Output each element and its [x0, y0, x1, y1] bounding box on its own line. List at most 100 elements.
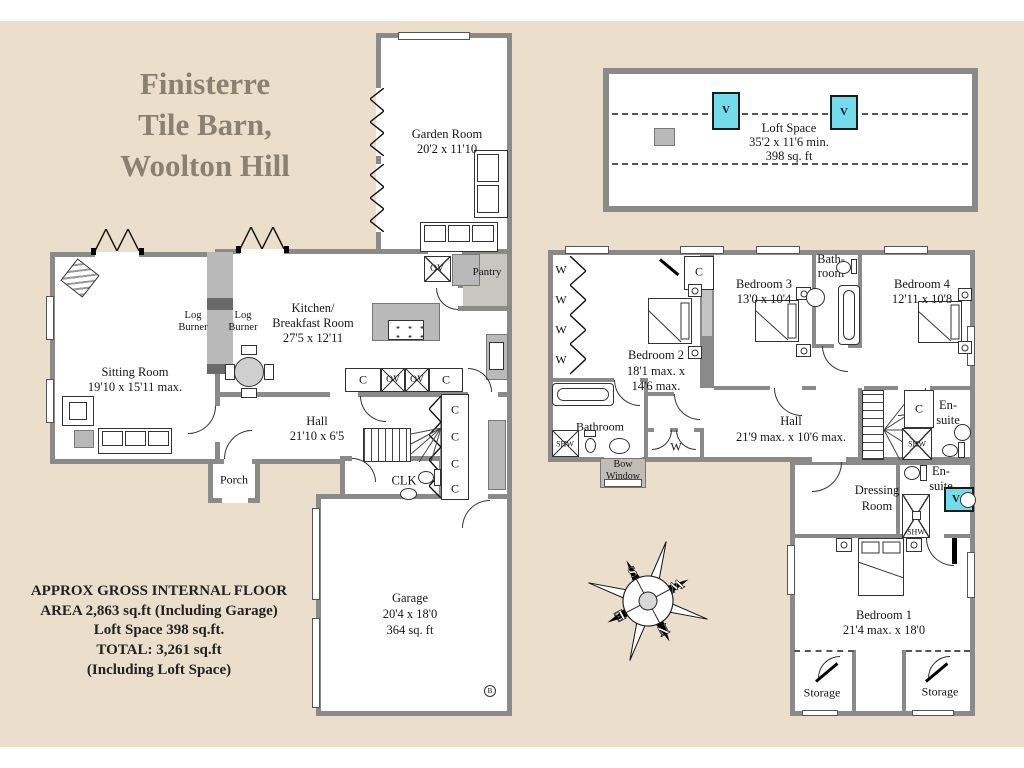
sofa-cushion — [477, 185, 499, 213]
bathroom-north-wall-a — [552, 378, 614, 382]
summary-line3: Loft Space 398 sq.ft. — [93, 622, 225, 639]
entrance-double-doors-1 — [95, 229, 139, 251]
door-jamb — [236, 246, 241, 253]
log-burner-flue-2 — [207, 364, 233, 374]
bedroom4-south-wall-b — [930, 386, 975, 390]
hall-dressing-opening — [812, 457, 846, 462]
clk-toilet-tank — [434, 469, 441, 486]
ensuite-lower-basin — [960, 492, 976, 508]
bathroom-top-toilet-tank — [851, 259, 857, 274]
bedroom4-bed — [918, 301, 962, 343]
plan-title: Finisterre Tile Barn, Woolton Hill — [60, 64, 350, 187]
bathroom-shower-label: SHW — [556, 439, 574, 449]
storage2-window — [912, 710, 954, 716]
ensuite-upper-toilet-bowl — [942, 444, 958, 457]
chair-right — [264, 364, 274, 380]
bedroom2-chimney — [702, 290, 712, 336]
storage1-east-wall — [852, 650, 856, 714]
pantry-label: Pantry — [472, 266, 502, 278]
side-table — [74, 430, 94, 448]
storage1-window — [802, 710, 838, 716]
bedside-cabinet — [958, 288, 972, 301]
bedroom2-window-2 — [680, 246, 724, 254]
wardrobe-doors-zigzag — [570, 256, 586, 375]
ensuite-upper-label: En-suite — [936, 398, 960, 428]
kitchen-garden-doors-opening — [240, 249, 284, 254]
sitting-sofa — [98, 428, 172, 454]
sofa-cushion — [102, 431, 123, 446]
closet-top-wall-a — [648, 428, 654, 432]
bifold-doors-zigzag — [429, 396, 441, 498]
summary-line1: APPROX GROSS INTERNAL FLOOR — [30, 583, 288, 599]
storage1-dashed-line — [794, 650, 854, 652]
sink — [489, 342, 504, 370]
bathroom-corner-wall — [644, 378, 648, 398]
door-jamb — [91, 248, 96, 255]
hob — [388, 320, 424, 340]
cupboard-label-3: C — [450, 402, 460, 417]
oven-label-1: OV — [386, 375, 400, 385]
garage-window-1 — [312, 508, 320, 600]
garden-french-door-opening-1 — [376, 88, 381, 156]
oven-top — [424, 256, 451, 282]
title-line2: Tile Barn, — [138, 106, 272, 142]
summary-line5: (Including Loft Space) — [86, 661, 232, 678]
sofa-cushion — [424, 225, 446, 242]
bedroom2-cupboard-label: C — [694, 264, 704, 279]
wardrobe-label-3: W — [555, 322, 567, 337]
garden-french-doors-1 — [370, 88, 384, 156]
sitting-garden-doors-opening — [95, 252, 139, 257]
staircase-ground — [363, 428, 411, 462]
ensuite-upper-cupboard — [904, 390, 934, 428]
oven-label-2: OV — [410, 375, 424, 385]
bathroom-top-south-wall-b — [848, 344, 862, 348]
garden-room-window — [398, 32, 470, 40]
boiler-symbol — [484, 685, 496, 697]
ensuite-lower-shower-label: SHW — [907, 527, 925, 537]
bathroom-top-east-wall — [858, 254, 862, 348]
storage1-label: Storage — [803, 685, 841, 700]
bathroom-top-toilet-bowl — [836, 261, 851, 274]
oven-top-label: OV — [430, 264, 444, 274]
pantry-door-opening — [458, 288, 463, 306]
garden-french-door-opening-2 — [376, 164, 381, 232]
closet-top-wall-c — [694, 428, 704, 432]
cupboard-box-1 — [345, 368, 381, 392]
summary-line4: TOTAL: 3,261 sq.ft — [96, 641, 222, 658]
ensuite-lower-toilet-tank — [920, 465, 927, 481]
bedroom2-south-wall — [648, 392, 674, 396]
chimney-breast-mid — [207, 310, 233, 364]
bathroom-toilet-tank — [584, 430, 596, 437]
clk-basin — [400, 488, 417, 500]
bedside-cabinet — [836, 538, 852, 552]
ensuite-upper-basin — [954, 424, 971, 441]
ensuite-velux-label: V — [952, 493, 960, 505]
bathroom-basin — [609, 438, 630, 454]
bathroom-bath — [552, 383, 614, 406]
garden-french-doors-2 — [370, 164, 384, 232]
bedside-cabinet — [796, 344, 811, 357]
bedroom3-window — [756, 246, 800, 254]
bedroom2-bed — [648, 298, 692, 344]
oven-box-1 — [381, 368, 405, 392]
kitchen-utility-door-opening — [468, 392, 498, 397]
title-line3: Woolton Hill — [120, 147, 290, 183]
garden-sofa-2seat — [474, 150, 508, 218]
bedroom2-window — [565, 246, 609, 254]
cupboard-label-1: C — [358, 372, 368, 387]
door-jamb — [284, 246, 289, 253]
garage-window-2 — [312, 618, 320, 708]
summary-line2: AREA 2,863 sq.ft (Including Garage) — [40, 602, 278, 619]
chair-left — [225, 364, 235, 380]
storage2-west-wall — [902, 650, 906, 714]
bedroom1-bed — [858, 538, 904, 596]
landing-wardrobe-label: W — [670, 439, 682, 454]
kitchen-counter-top — [452, 254, 480, 286]
